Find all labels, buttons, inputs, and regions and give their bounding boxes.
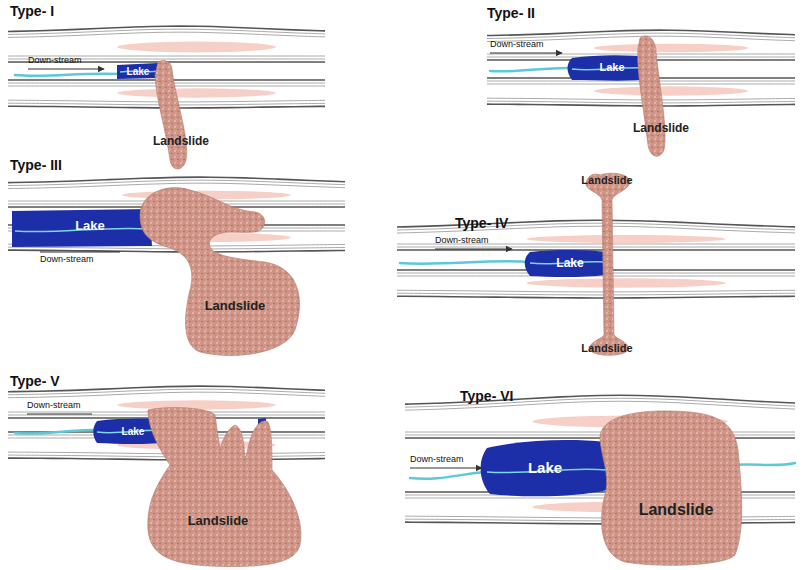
dam-region: Lake	[554, 255, 585, 271]
dam-region: Landslide	[637, 500, 716, 520]
dam-region: Lake	[597, 60, 626, 74]
region-label: Lake	[122, 426, 145, 437]
type-heading: Type- III	[10, 157, 62, 173]
region-label: Lake	[599, 61, 624, 73]
region-label: Landslide	[153, 134, 209, 148]
type-heading: Type- II	[487, 5, 535, 21]
dam-region: Landslide	[151, 133, 211, 149]
type-heading: Type- I	[10, 3, 54, 19]
type-heading: Type- IV	[455, 215, 508, 231]
flow-label: Down-stream	[28, 55, 82, 65]
region-label: Landslide	[581, 174, 632, 186]
type-heading: Type- VI	[460, 388, 513, 404]
region-label: Lake	[528, 459, 562, 476]
dam-region: Lake	[526, 458, 564, 477]
region-label: Landslide	[633, 121, 689, 135]
type-heading: Type- V	[10, 373, 60, 389]
dam-region: Landslide	[186, 512, 251, 529]
region-label: Landslide	[188, 513, 249, 528]
flow-label: Down-stream	[435, 235, 489, 245]
dam-region: Lake	[73, 217, 107, 234]
landslide-region: LandslideLandslide	[579, 174, 634, 354]
flow-label: Down-stream	[490, 39, 544, 49]
region-label: Landslide	[205, 298, 266, 313]
dam-region: Landslide	[203, 297, 268, 314]
region-label: Lake	[127, 66, 150, 77]
region-label: Landslide	[581, 342, 632, 354]
dam-region: Lake	[120, 425, 147, 438]
region-label: Lake	[556, 256, 583, 270]
region-label: Lake	[75, 218, 105, 233]
flow-label: Down-stream	[40, 254, 94, 264]
dam-region: Lake	[125, 65, 152, 78]
flow-label: Down-stream	[27, 400, 81, 410]
region-label: Landslide	[639, 501, 714, 519]
flow-label: Down-stream	[410, 454, 464, 464]
dam-region: Landslide	[631, 120, 691, 136]
